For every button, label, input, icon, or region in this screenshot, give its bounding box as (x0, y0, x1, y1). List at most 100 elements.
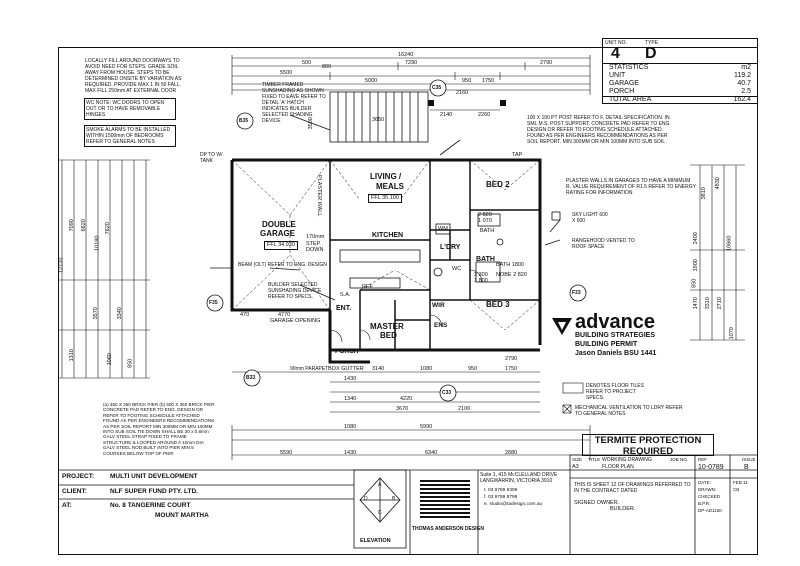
room-bed3: BED 3 (486, 300, 510, 309)
dim-bot-o: 2880 (505, 450, 518, 456)
firm-logo (420, 478, 470, 518)
garage-opening-label: GARAGE OPENING (270, 318, 321, 324)
skylight-note: SKY LIGHT 600 X 600 (572, 212, 608, 224)
room-bath: BATH (476, 256, 495, 263)
dim-left-a: 7090 (68, 219, 75, 232)
nobe-window: NOBE 2 820 (496, 272, 527, 278)
checked-label: CHECKED (698, 494, 721, 499)
stamp-name: Jason Daniels BSU 1441 (575, 350, 657, 357)
termite-protection: TERMITE PROTECTION REQUIRED (582, 434, 714, 456)
dim-top-g: 3650 (372, 117, 385, 123)
plaster-wall-label: PLASTER WALL (316, 175, 322, 217)
elevation-label: ELEVATION (360, 538, 391, 544)
floor-tiles-note: DENOTES FLOOR TILES REFER TO PROJECT SPE… (586, 383, 644, 401)
room-wir: WIR (432, 302, 445, 309)
unit-number: 4 (611, 45, 620, 62)
dim-right-e: 1470 (692, 297, 699, 310)
dim-bot-n: 6340 (425, 450, 438, 456)
plaster-note: PLASTER WALLS IN GARAGES TO HAVE A MINIM… (566, 178, 696, 196)
tap-label: TAP (512, 152, 523, 158)
dim-right-a: 3810 (700, 187, 707, 200)
dim-right-h: 1070 (728, 327, 735, 340)
dim-right-f: 3310 (704, 297, 711, 310)
room-ensuite: ENS (434, 322, 448, 329)
stat-row-porch: PORCH 2.5 (609, 88, 751, 95)
dim-right-g: 2710 (716, 297, 723, 310)
dim-top-f: 1750 (482, 78, 495, 84)
wm-label: WM (438, 226, 448, 232)
title-line-1: WORKING DRAWING (602, 457, 652, 463)
step-down-label: 170mm STEP DOWN (306, 234, 325, 253)
dim-left-i: 850 (127, 358, 134, 368)
signed-owner: SIGNED OWNER. (574, 500, 620, 506)
window-1070: 1 070 (478, 218, 492, 224)
project-label: PROJECT: (62, 473, 95, 480)
dim-left-f: 3340 (116, 307, 123, 320)
mech-vent-note: MECHANICAL VENTILATION TO LDRY REFER TO … (575, 405, 683, 417)
post-note: 100 X 100 PT POST REFER TO F. DETAIL SPE… (527, 115, 671, 145)
date-value: FEB 11 (733, 480, 748, 485)
dim-bot-h: 2100 (458, 406, 471, 412)
address-line-1: No. 8 TANGERINE COURT (110, 502, 191, 509)
fill-note: LOCALLY FILL AROUND DOORWAYS TO AVOID NE… (85, 58, 182, 94)
dim-right-b: 2400 (692, 232, 699, 245)
room-meals: MEALS (376, 182, 404, 191)
dim-top-b: 2790 (540, 60, 553, 66)
elev-b: B (392, 496, 396, 502)
parapet-note: 90mm PARAPET (290, 366, 329, 372)
dim-left-c: 10180 (94, 235, 101, 251)
room-garage-2: GARAGE (260, 229, 296, 238)
box-gutter-label: BOX GUTTER (328, 366, 364, 372)
callout-f35: F35 (209, 300, 218, 306)
drawing-border (58, 47, 758, 555)
room-master-1: MASTER (370, 322, 404, 331)
dim-500: 500 (302, 60, 312, 66)
firm-email: e. studio@tadesign.com.au (484, 502, 543, 507)
dim-garage-width: 4770 (278, 312, 291, 318)
job-number: 10-0789 (698, 464, 724, 471)
type-label: TYPE (645, 40, 659, 46)
dim-top-e: 950 (462, 78, 472, 84)
callout-f33: F33 (572, 290, 581, 296)
room-master-2: BED (380, 331, 397, 340)
dim-3500: 3500 (307, 117, 314, 130)
dim-left-b: 6620 (80, 219, 87, 232)
pier-note: (a) 350 X 350 BRICK PIER (b) 500 X 350 B… (103, 402, 215, 456)
callout-b35: B35 (239, 118, 249, 124)
room-kitchen: KITCHEN (372, 232, 404, 239)
client-label: CLIENT: (62, 488, 87, 495)
firm-phone: t. 03 9789 8399 (484, 488, 518, 493)
dim-right-i: 4830 (714, 177, 721, 190)
stat-row-total: TOTAL AREA 162.4 (609, 96, 751, 103)
dim-bot-m: 1430 (344, 450, 357, 456)
statistics-header: STATISTICS m2 (603, 64, 757, 71)
dim-bot-f: 1340 (344, 396, 357, 402)
elev-a: A (378, 482, 382, 488)
ref-label: REF (362, 284, 373, 290)
elev-d: D (364, 496, 368, 502)
dim-bot-c: 1080 (420, 366, 433, 372)
unit-type-box: UNIT NO. TYPE 4 D STATISTICS m2 UNIT 119… (602, 38, 758, 104)
address-line-2: MOUNT MARTHA (155, 512, 209, 519)
smoke-alarm-label: S.A. (340, 292, 351, 298)
wc-note: WC NOTE: WC DOORS TO OPEN OUT OR TO HAVE… (84, 98, 176, 120)
title-label: TITLE (588, 457, 601, 462)
room-entry: ENT. (336, 305, 352, 312)
dim-800: 800 (322, 64, 332, 70)
timber-sunshading-note: TIMBER FRAMED SUNSHADING AS SHOWN FIXED … (262, 82, 326, 124)
bpr-label: B.P.R. (698, 501, 711, 506)
stamp-permit: BUILDING PERMIT (575, 341, 638, 348)
room-living: LIVING / (370, 172, 402, 181)
unit-no-label: UNIT NO. (605, 40, 627, 46)
date-label: DATE: (698, 480, 711, 485)
dim-bot-k: 5990 (420, 424, 433, 430)
bath-window: BATH 1800 (496, 262, 525, 268)
callout-b33: B33 (246, 375, 256, 381)
dim-top-d: 5000 (365, 78, 378, 84)
client-name: NLF SUPER FUND PTY. LTD. (110, 488, 198, 495)
dim-top-c: 5500 (280, 70, 293, 76)
firm-name: THOMAS ANDERSON DESIGN (412, 526, 485, 532)
issue-label: ISSUE (742, 457, 756, 462)
dim-left-g: 1310 (68, 349, 75, 362)
